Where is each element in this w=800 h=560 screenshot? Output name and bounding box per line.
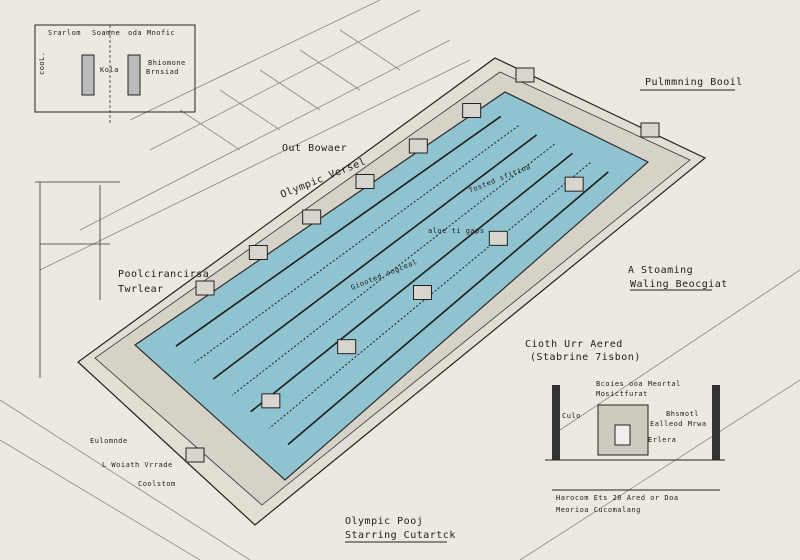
label-out-bowder: Out Bowaer (282, 143, 347, 154)
label-bottom-left-2: L Woiath Vrrade (102, 461, 173, 469)
starting-block (302, 209, 322, 225)
starting-block (185, 447, 205, 463)
label-pool-1: Poolcirancirsa (118, 269, 209, 280)
lane-lines (175, 115, 609, 446)
lane-line (175, 115, 502, 347)
label-bottom-1: Olympic Pooj (345, 516, 423, 527)
starting-block (488, 230, 508, 246)
starting-block (515, 67, 535, 83)
detail-title-left: Srarlom (48, 29, 81, 37)
detail-title-mid: Soamne (92, 29, 120, 37)
starting-block (355, 174, 375, 189)
lane-line (231, 143, 555, 396)
starting-block (261, 393, 281, 409)
starting-block (408, 138, 428, 154)
detail-dimension: cooL. (38, 51, 46, 75)
detail-left-label: Culo (562, 412, 581, 420)
detail-caption-1: Harocom Ets 20 Ared or Doa (556, 494, 679, 502)
label-cloth-1: Cioth Urr Aered (525, 339, 623, 350)
label-cloth-2: (Stabrine 7isbon) (530, 352, 641, 363)
label-pumping-pool: Pulmmning Booil (645, 77, 743, 88)
dimension-lines (35, 181, 120, 378)
lane-line (194, 125, 519, 363)
label-bottom-2: Starring Cutartck (345, 530, 456, 541)
label-starting-1: A Stoaming (628, 265, 693, 276)
starting-block (337, 339, 357, 355)
starting-blocks (185, 67, 660, 463)
starting-block (195, 280, 215, 296)
detail-title-1: Bcoies ooa Meortal (596, 380, 681, 388)
detail-top-left: Srarlom Soamne oda Mnofic Kola Bhiomone … (34, 24, 196, 125)
starting-block (248, 245, 268, 260)
label-bottom-left-1: Eulomnde (90, 437, 128, 445)
detail-bottom-right: Bcoies ooa Meortal Mosictfurat Culo Bhsm… (545, 380, 725, 514)
detail-right-label-3: Erlera (648, 436, 676, 444)
label-pool-2: Twrlear (118, 284, 164, 295)
detail-right-label-2: Ealleod Mrwa (650, 420, 707, 428)
detail-center-label: Kola (100, 66, 119, 74)
detail-title-right: oda Mnofic (128, 29, 175, 37)
lane-line (287, 171, 609, 446)
label-bottom-left-3: Coolstom (138, 480, 176, 488)
starting-block (462, 103, 482, 118)
detail-caption-2: Meorioa Cucomalang (556, 506, 641, 514)
lane-text-2: aloe ti gaps (428, 227, 485, 235)
detail-side-label-2: Brnsiad (146, 68, 179, 76)
callout-labels: Pulmmning Booil Out Bowaer Olympic Verse… (90, 77, 743, 543)
detail-right-label-1: Bhsmotl (666, 410, 699, 418)
pool-water (134, 91, 650, 481)
starting-block (564, 176, 584, 192)
lane-line (250, 152, 573, 413)
starting-block (640, 122, 660, 138)
lane-line (212, 134, 538, 380)
label-starting-2: Waling Beocgiat (630, 279, 728, 290)
detail-side-label-1: Bhiomone (148, 59, 186, 67)
starting-block (413, 285, 432, 300)
detail-title-2: Mosictfurat (596, 390, 648, 398)
